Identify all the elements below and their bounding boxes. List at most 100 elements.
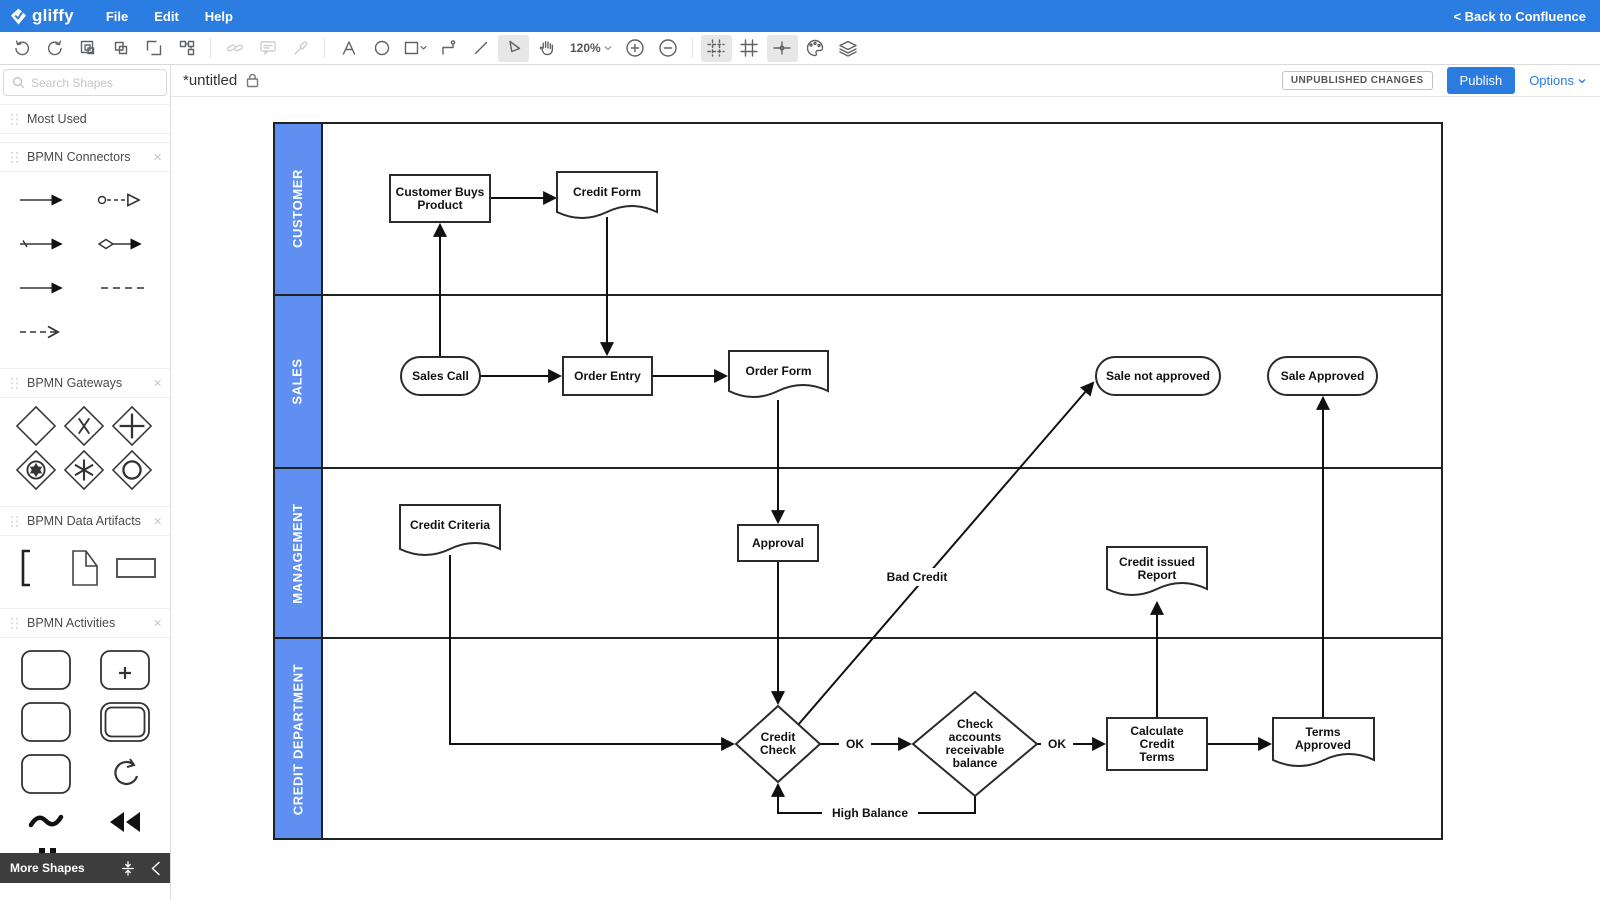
drag-handle-icon[interactable] (10, 617, 19, 630)
shape-gateway-exclusive[interactable] (60, 404, 108, 448)
shape-loop-marker[interactable] (85, 748, 164, 800)
node-sale-not-approved[interactable] (1095, 356, 1221, 396)
edge-label-high-balance[interactable]: High Balance (822, 804, 918, 822)
drag-handle-icon[interactable] (10, 377, 19, 390)
node-order-form[interactable] (728, 350, 829, 398)
redo-button[interactable] (39, 35, 70, 62)
collapse-panels-icon[interactable] (120, 860, 136, 877)
shape-gateway-parallel[interactable] (108, 404, 156, 448)
label-calculate-credit-terms[interactable]: Calculate Credit Terms (1130, 723, 1184, 764)
label-credit-criteria[interactable]: Credit Criteria (409, 517, 491, 532)
label-order-form[interactable]: Order Form (745, 363, 812, 378)
section-bpmn-activities[interactable]: BPMN Activities × (0, 608, 170, 638)
zoom-in-button[interactable] (620, 35, 651, 62)
shape-rectangle[interactable] (110, 542, 162, 594)
node-sale-approved[interactable] (1267, 356, 1378, 396)
shape-task[interactable] (6, 748, 85, 800)
options-dropdown[interactable]: Options (1529, 73, 1586, 88)
shape-conditional-flow[interactable] (85, 222, 164, 266)
grid-button[interactable] (734, 35, 765, 62)
label-credit-check[interactable]: Credit Check (759, 730, 797, 757)
section-bpmn-data-artifacts[interactable]: BPMN Data Artifacts × (0, 506, 170, 536)
close-icon[interactable]: × (153, 148, 162, 166)
label-sale-not-approved[interactable]: Sale not approved (1105, 368, 1211, 383)
layers-button[interactable] (833, 35, 864, 62)
node-order-entry[interactable] (562, 356, 653, 396)
menu-edit[interactable]: Edit (154, 8, 179, 24)
label-terms-approved[interactable]: Terms Approved (1294, 725, 1351, 752)
close-icon[interactable]: × (153, 512, 162, 530)
label-credit-issued-report[interactable]: Credit issued Report (1118, 555, 1196, 582)
lane-header-customer[interactable] (273, 122, 323, 296)
close-icon[interactable]: × (153, 614, 162, 632)
link-button[interactable] (219, 35, 250, 62)
lane-header-credit-department[interactable] (273, 637, 323, 840)
node-credit-issued-report[interactable] (1106, 546, 1208, 596)
shape-gateway-complex[interactable] (60, 448, 108, 492)
label-sales-call[interactable]: Sales Call (412, 368, 469, 383)
comment-button[interactable] (252, 35, 283, 62)
label-credit-form[interactable]: Credit Form (572, 184, 641, 199)
ellipse-tool-button[interactable] (366, 35, 397, 62)
close-icon[interactable]: × (153, 374, 162, 392)
group-button[interactable] (138, 35, 169, 62)
search-shapes-input[interactable] (31, 75, 146, 90)
pan-tool-button[interactable] (531, 35, 562, 62)
edge-label-ok-2[interactable]: OK (1041, 735, 1073, 753)
shape-gateway-inclusive[interactable] (108, 448, 156, 492)
label-check-accounts[interactable]: Check accounts receivable balance (945, 717, 1005, 770)
label-sale-approved[interactable]: Sale Approved (1280, 368, 1365, 383)
theme-button[interactable] (800, 35, 831, 62)
pool-frame[interactable] (273, 122, 1443, 840)
undo-button[interactable] (6, 35, 37, 62)
node-credit-criteria[interactable] (399, 504, 501, 556)
label-customer-buys-product[interactable]: Customer Buys Product (395, 184, 485, 212)
gliffy-logo[interactable]: gliffy (0, 6, 88, 26)
drag-handle-icon[interactable] (10, 515, 19, 528)
chevron-left-icon[interactable] (150, 861, 161, 876)
eyedropper-button[interactable] (285, 35, 316, 62)
back-to-confluence-link[interactable]: < Back to Confluence (1453, 8, 1586, 24)
shape-default-flow[interactable] (6, 222, 85, 266)
shape-data-object[interactable] (58, 542, 110, 594)
search-shapes-box[interactable] (3, 69, 167, 96)
grid-guides-button[interactable] (700, 34, 732, 62)
paste-button[interactable] (72, 35, 103, 62)
menu-help[interactable]: Help (204, 8, 233, 24)
swimlane-diagram[interactable]: CUSTOMER SALES MANAGEMENT CREDIT DEPARTM… (273, 122, 1443, 840)
node-sales-call[interactable] (400, 356, 481, 396)
node-customer-buys-product[interactable] (389, 174, 491, 223)
shape-group-bracket[interactable] (6, 542, 58, 594)
shape-solid-arrow[interactable] (6, 178, 85, 222)
shape-dashed-open-arrow[interactable] (6, 310, 85, 354)
shape-adhoc-marker[interactable] (6, 800, 85, 844)
publish-button[interactable]: Publish (1446, 67, 1516, 94)
more-shapes-button[interactable]: More Shapes (0, 853, 170, 883)
shape-dashed-line[interactable] (85, 266, 164, 310)
shape-gateway-complex-star[interactable] (12, 448, 60, 492)
lock-icon[interactable] (246, 73, 259, 88)
lane-header-management[interactable] (273, 467, 323, 639)
shape-compensation-marker[interactable] (85, 800, 164, 844)
menu-file[interactable]: File (105, 8, 129, 24)
drag-handle-icon[interactable] (10, 113, 19, 126)
label-approval[interactable]: Approval (751, 535, 804, 550)
shape-transaction[interactable] (85, 696, 164, 748)
lane-header-sales[interactable] (273, 294, 323, 469)
node-check-accounts[interactable] (911, 690, 1039, 798)
node-credit-check[interactable] (734, 704, 822, 784)
connector-tool-button[interactable] (432, 35, 463, 62)
shape-message-flow[interactable] (85, 178, 164, 222)
copy-button[interactable] (105, 35, 136, 62)
node-credit-form[interactable] (556, 171, 658, 219)
shape-gateway[interactable] (12, 404, 60, 448)
snap-button[interactable] (766, 34, 798, 62)
diagram-canvas[interactable]: CUSTOMER SALES MANAGEMENT CREDIT DEPARTM… (171, 97, 1600, 900)
edge-label-bad-credit[interactable]: Bad Credit (877, 568, 957, 586)
section-bpmn-gateways[interactable]: BPMN Gateways × (0, 368, 170, 398)
edge-badcredit[interactable] (797, 381, 1095, 726)
zoom-out-button[interactable] (653, 35, 684, 62)
section-bpmn-connectors[interactable]: BPMN Connectors × (0, 142, 170, 172)
node-calculate-credit-terms[interactable] (1106, 717, 1208, 771)
document-title[interactable]: *untitled (183, 72, 238, 89)
